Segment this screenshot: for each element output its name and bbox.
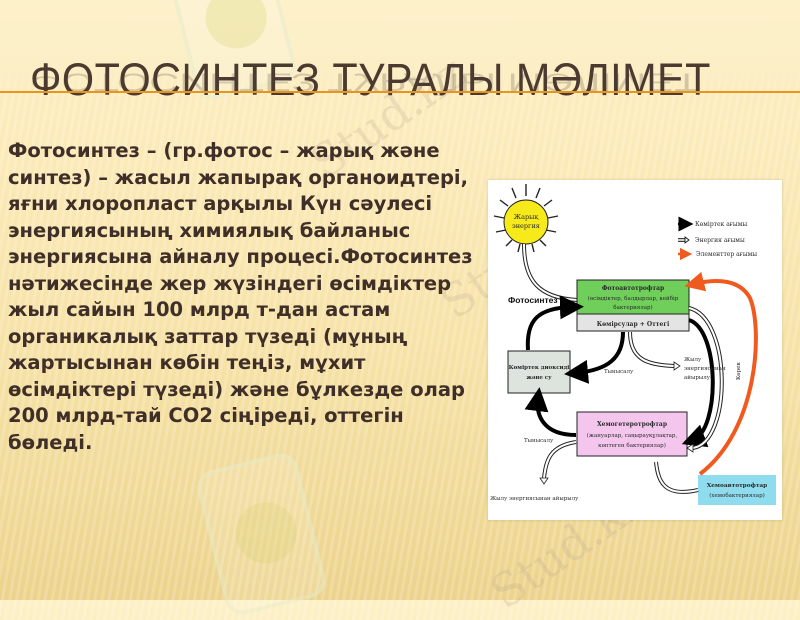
slide-body-text: Фотосинтез – (гр.фотос – жарық және синт… xyxy=(8,139,473,454)
sun-icon xyxy=(493,184,559,253)
svg-text:Хемогетеротрофтар: Хемогетеротрофтар xyxy=(597,421,667,428)
svg-text:энергиясынан: энергиясынан xyxy=(684,366,726,372)
sun-label: Жарық xyxy=(514,213,540,221)
svg-text:Тынысалу: Тынысалу xyxy=(604,369,634,375)
svg-text:және су: және су xyxy=(526,375,552,381)
svg-text:(жануарлар, саңырауқұлақтар,: (жануарлар, саңырауқұлақтар, xyxy=(587,432,678,439)
svg-text:(хемобактериялар): (хемобактериялар) xyxy=(709,492,765,499)
products-box xyxy=(576,313,690,332)
svg-text:Көміртек ағымы: Көміртек ағымы xyxy=(695,221,747,228)
svg-text:Хемоавтотрофтар: Хемоавтотрофтар xyxy=(707,482,767,489)
svg-text:Элементтер ағымы: Элементтер ағымы xyxy=(696,251,757,258)
svg-text:Көмірсулар + Оттегі: Көмірсулар + Оттегі xyxy=(597,321,670,328)
svg-text:Энергия ағымы: Энергия ағымы xyxy=(695,237,745,244)
top-background-band xyxy=(0,0,800,95)
svg-text:бактериялар): бактериялар) xyxy=(613,304,652,311)
sun-label: энергия xyxy=(512,222,540,230)
svg-text:Көрек: Көрек xyxy=(736,362,742,380)
svg-text:Жылу: Жылу xyxy=(684,357,702,363)
svg-text:көптеген бактериялар): көптеген бактериялар) xyxy=(598,442,666,449)
svg-text:Көміртек диоксиді: Көміртек диоксиді xyxy=(509,365,570,371)
svg-text:айырылу: айырылу xyxy=(684,375,711,381)
chemoautotrophs-box xyxy=(698,475,776,505)
svg-text:Жылу энергиясынан айырылу: Жылу энергиясынан айырылу xyxy=(490,496,579,502)
svg-text:(өсімдіктер, балдырлар, кейбір: (өсімдіктер, балдырлар, кейбір xyxy=(588,295,679,302)
svg-text:Тынысалу: Тынысалу xyxy=(524,438,554,444)
photosynthesis-label: Фотосинтез xyxy=(508,295,558,305)
diagram-legend: Көміртек ағымы Энергия ағымы Элементтер … xyxy=(678,216,757,261)
co2-water-box xyxy=(507,350,571,394)
svg-text:Фотоавтотрофтар: Фотоавтотрофтар xyxy=(602,285,664,292)
photosynthesis-cycle-diagram: Жарық энергия Көміртек ағымы Энергия ағы… xyxy=(488,180,782,520)
title-underline-divider xyxy=(0,91,800,93)
watermark-logo-icon xyxy=(193,449,330,619)
elements-flow-arrow xyxy=(684,271,758,476)
chemoheterotrophs-box xyxy=(576,411,688,457)
slide-title: ФОТОСИНТЕЗ ТУРАЛЫ МӘЛІМЕТ xyxy=(30,54,711,105)
